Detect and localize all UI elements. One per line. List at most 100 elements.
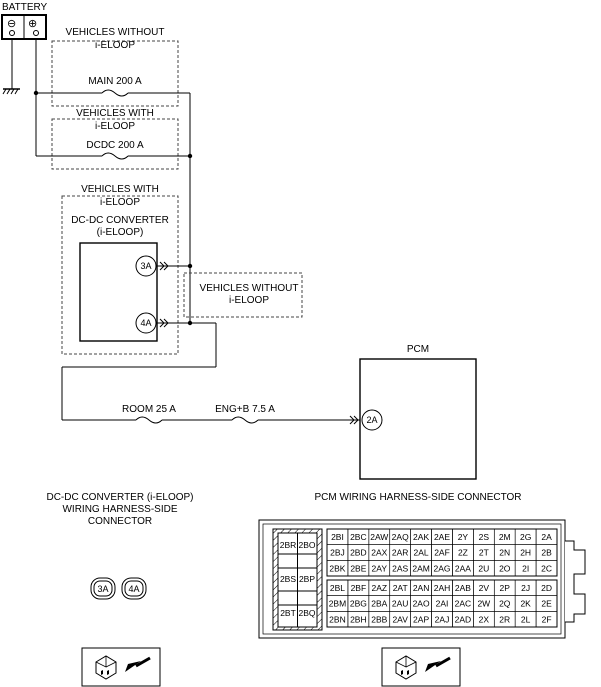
pcm-pin: 2AX xyxy=(371,548,387,558)
pcm-pin: 2AH xyxy=(434,583,451,593)
battery-label: BATTERY xyxy=(2,2,48,13)
dcdc-connector-title-line2: WIRING HARNESS-SIDE xyxy=(62,504,177,515)
fuse-dcdc-label: DCDC 200 A xyxy=(86,140,144,151)
fuse-engb-icon xyxy=(231,416,259,424)
pcm-pin: 2BF xyxy=(351,583,367,593)
pcm-pin: 2BD xyxy=(350,548,367,558)
pcm-pin: 2S xyxy=(479,532,490,542)
connector-mark-icon xyxy=(159,261,169,271)
terminal-4a-label: 4A xyxy=(140,318,151,328)
pcm-pin: 2AF xyxy=(434,548,450,558)
pcm-pin: 2B xyxy=(541,548,552,558)
battery-pos-symbol: ⊕ xyxy=(28,18,37,30)
pcm-pin: 2AB xyxy=(455,583,471,593)
pcm-pin: 2AY xyxy=(372,563,388,573)
pcm-pin: 2H xyxy=(520,548,531,558)
pcm-pin: 2BO xyxy=(298,540,315,550)
pcm-pin: 2AN xyxy=(413,583,430,593)
connector-mark-icon xyxy=(159,318,169,328)
pcm-pin: 2AG xyxy=(433,563,450,573)
zone-without-ieloop-top xyxy=(51,40,179,107)
pcm-pin: 2U xyxy=(478,563,489,573)
pcm-pin-cell xyxy=(535,611,558,628)
terminal-3a-label: 3A xyxy=(140,261,151,271)
zone-with-ieloop-dcdc xyxy=(61,195,179,355)
view-direction-icon xyxy=(381,647,461,687)
zone-with-dcdc-line2: i-ELOOP xyxy=(100,197,140,208)
pcm-pin: 2BQ xyxy=(298,608,315,618)
pcm-pin: 2I xyxy=(522,563,529,573)
pcm-pin: 2V xyxy=(479,583,490,593)
pcm-pin: 2AM xyxy=(412,563,429,573)
zone-without-side-line2: i-ELOOP xyxy=(229,295,269,306)
pcm-pin: 2AL xyxy=(414,548,429,558)
pcm-pin: 2BS xyxy=(280,574,296,584)
pcm-pin: 2AZ xyxy=(371,583,387,593)
pcm-pin: 2BI xyxy=(331,532,344,542)
dcdc-converter-title-line2: (i-ELOOP) xyxy=(97,227,144,238)
pcm-pin: 2J xyxy=(521,583,530,593)
pcm-pin: 2AS xyxy=(392,563,408,573)
fuse-room-icon xyxy=(135,416,163,424)
pcm-pin: 2R xyxy=(499,614,510,624)
view-direction-icon xyxy=(81,647,161,687)
pcm-pin-cell xyxy=(535,560,558,577)
dcdc-converter-title-line1: DC-DC CONVERTER xyxy=(71,215,169,226)
pcm-pin: 2AU xyxy=(392,599,409,609)
zone-with-mid-line2: i-ELOOP xyxy=(95,121,135,132)
pcm-pin: 2D xyxy=(541,583,552,593)
fuse-room-label: ROOM 25 A xyxy=(122,404,176,415)
pcm-pin: 2AE xyxy=(434,532,450,542)
dcdc-connector-title-line1: DC-DC CONVERTER (i-ELOOP) xyxy=(46,492,193,503)
pcm-pin: 2AW xyxy=(370,532,388,542)
pcm-pin: 2G xyxy=(520,532,531,542)
junction-dot xyxy=(187,153,193,159)
pcm-pin: 2AR xyxy=(392,548,409,558)
pcm-pin: 2BH xyxy=(350,614,367,624)
junction-dot xyxy=(187,320,193,326)
junction-dot xyxy=(187,263,193,269)
pcm-pin: 2AJ xyxy=(435,614,450,624)
connector-mark-icon xyxy=(349,415,359,425)
ground-icon xyxy=(2,88,20,95)
pcm-pin: 2BL xyxy=(330,583,345,593)
pcm-pin: 2BB xyxy=(371,614,387,624)
pcm-pin: 2AQ xyxy=(392,532,409,542)
zone-without-top-line2: i-ELOOP xyxy=(95,40,135,51)
battery-neg-symbol: ⊖ xyxy=(7,18,16,30)
pcm-pin: 2C xyxy=(541,563,552,573)
pcm-pin: 2BJ xyxy=(330,548,345,558)
pcm-connector-housing xyxy=(258,519,586,639)
pcm-pin: 2BG xyxy=(350,599,367,609)
pcm-pin: 2Y xyxy=(458,532,469,542)
fuse-dcdc-icon xyxy=(101,152,129,160)
dcdc-connector-pin-3a: 3A xyxy=(97,584,108,594)
pcm-pin: 2F xyxy=(542,614,552,624)
pcm-pin: 2AC xyxy=(455,599,472,609)
terminal-2a xyxy=(361,409,383,431)
pcm-pin: 2Z xyxy=(458,548,468,558)
pcm-pin: 2AP xyxy=(413,614,429,624)
pcm-pin: 2N xyxy=(499,548,510,558)
zone-without-top-line1: VEHICLES WITHOUT xyxy=(66,27,165,38)
pcm-pin: 2W xyxy=(477,599,490,609)
pcm-pin: 2AO xyxy=(413,599,430,609)
pcm-pin: 2BT xyxy=(280,608,296,618)
pcm-pin: 2AK xyxy=(413,532,429,542)
fuse-main-label: MAIN 200 A xyxy=(88,76,142,87)
fuse-main-icon xyxy=(101,89,129,97)
pcm-title: PCM xyxy=(407,344,429,355)
pcm-pin: 2E xyxy=(541,599,552,609)
pcm-pin: 2BM xyxy=(329,599,346,609)
zone-without-side-line1: VEHICLES WITHOUT xyxy=(200,283,299,294)
pcm-pin: 2X xyxy=(479,614,490,624)
pcm-pin: 2AV xyxy=(392,614,408,624)
pcm-pin: 2K xyxy=(520,599,531,609)
pcm-pin: 2AA xyxy=(455,563,471,573)
dcdc-connector-title-line3: CONNECTOR xyxy=(88,516,152,527)
pcm-pin: 2BR xyxy=(280,540,297,550)
battery-neg-post xyxy=(9,30,15,36)
